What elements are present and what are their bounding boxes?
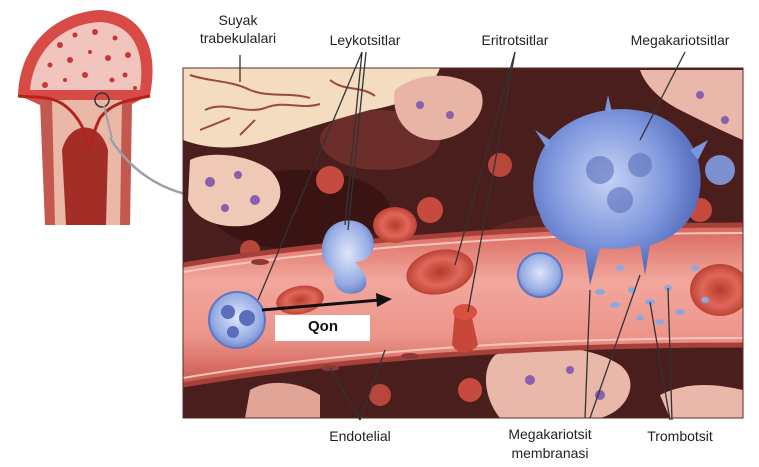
label-megakaryocytes: Megakariotsitlar — [605, 32, 755, 48]
label-erythrocytes: Eritrotsitlar — [455, 32, 575, 48]
marrow-panel — [183, 68, 750, 418]
label-megakaryocyte-membrane-line1: Megakariotsit — [485, 426, 615, 442]
bone-illustration — [18, 10, 153, 225]
label-bone-trabeculae-line1: Suyak — [188, 12, 288, 28]
label-megakaryocyte-membrane-line2: membranasi — [485, 445, 615, 461]
label-endothelial: Endotelial — [300, 428, 420, 444]
label-leukocytes: Leykotsitlar — [305, 32, 425, 48]
label-bone-trabeculae-line2: trabekulalari — [183, 30, 293, 46]
label-platelet: Trombotsit — [620, 428, 740, 444]
label-blood-flow: Qon — [308, 318, 338, 335]
